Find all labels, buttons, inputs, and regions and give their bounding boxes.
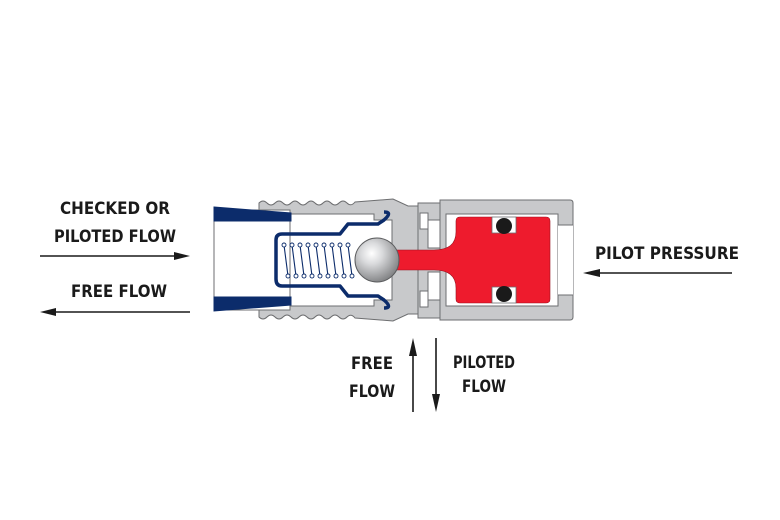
spring: [281, 242, 355, 279]
o-ring-bottom: [496, 286, 512, 302]
spring-cage: [274, 210, 391, 310]
o-rings: [491, 216, 517, 304]
piloted-flow-down-arrow: [432, 338, 440, 412]
label-piloted: PILOTED: [453, 353, 515, 373]
check-ball: [354, 237, 400, 283]
label-checked-or: CHECKED OR: [60, 199, 170, 219]
pilot-piston: [391, 216, 551, 304]
checked-or-piloted-flow-arrow: [40, 252, 190, 260]
o-ring-top: [496, 218, 512, 234]
inlet-sleeve: [213, 206, 292, 312]
label-pilot-pressure: PILOT PRESSURE: [595, 244, 739, 264]
label-flow-free: FLOW: [349, 382, 395, 402]
label-free-flow-left: FREE FLOW: [71, 282, 167, 302]
free-flow-up-arrow: [409, 338, 417, 412]
label-free: FREE: [351, 354, 393, 374]
pilot-pressure-arrow: [583, 269, 732, 277]
label-flow-piloted: FLOW: [462, 377, 506, 397]
free-flow-left-arrow: [40, 308, 190, 316]
label-piloted-flow: PILOTED FLOW: [54, 227, 176, 247]
